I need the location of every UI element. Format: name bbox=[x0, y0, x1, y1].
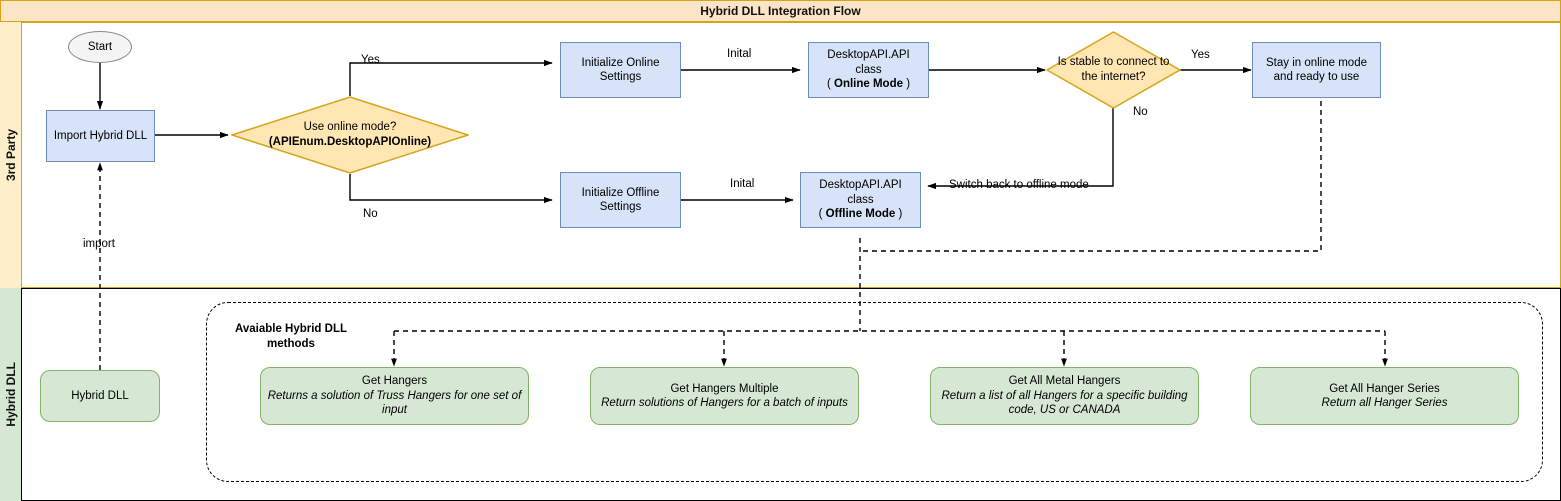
node-is-stable-to-connect[interactable]: Is stable to connect to the internet? bbox=[1046, 31, 1181, 109]
group-title-line2: methods bbox=[267, 337, 315, 350]
node-stay-in-online-mode[interactable]: Stay in online mode and ready to use bbox=[1252, 42, 1381, 98]
stay-online-line2: and ready to use bbox=[1273, 71, 1360, 83]
node-method-get-all-hanger-series[interactable]: Get All Hanger Series Return all Hanger … bbox=[1250, 367, 1519, 425]
available-methods-group bbox=[206, 302, 1543, 482]
edge-label-yes-stable: Yes bbox=[1191, 49, 1210, 61]
method-get-hangers-multiple-desc: Return solutions of Hangers for a batch … bbox=[601, 397, 848, 409]
use-online-mode-line1: Use online mode? bbox=[303, 121, 397, 134]
desktopapi-online-paren-close: ) bbox=[903, 78, 911, 91]
node-use-online-mode[interactable]: Use online mode? (APIEnum.DesktopAPIOnli… bbox=[231, 96, 469, 174]
edge-label-no-offline: No bbox=[363, 208, 378, 220]
edge-label-no-stable: No bbox=[1133, 106, 1148, 118]
edge-label-inital-offline: Inital bbox=[730, 178, 755, 190]
use-online-mode-line2: (APIEnum.DesktopAPIOnline) bbox=[268, 136, 432, 148]
desktopapi-online-line2: ( Online Mode ) bbox=[827, 77, 910, 91]
desktopapi-offline-line2: ( Offline Mode ) bbox=[819, 207, 903, 221]
node-desktopapi-offline-mode[interactable]: DesktopAPI.API class ( Offline Mode ) bbox=[800, 172, 921, 228]
node-initialize-online-settings[interactable]: Initialize Online Settings bbox=[560, 42, 681, 98]
initialize-online-settings-line1: Initialize Online bbox=[581, 56, 660, 69]
is-stable-line1: Is stable to connect to bbox=[1057, 56, 1170, 69]
initialize-offline-settings-line1: Initialize Offline bbox=[581, 186, 660, 199]
method-get-all-metal-hangers-desc: Return a list of all Hangers for a speci… bbox=[941, 389, 1188, 417]
group-title-line1: Avaiable Hybrid DLL bbox=[234, 323, 348, 335]
edge-label-yes-online: Yes bbox=[361, 54, 380, 66]
node-method-get-hangers[interactable]: Get Hangers Returns a solution of Truss … bbox=[260, 367, 529, 425]
desktopapi-offline-paren-close: ) bbox=[895, 208, 903, 221]
stay-online-line1: Stay in online mode bbox=[1265, 56, 1367, 69]
node-hybrid-dll[interactable]: Hybrid DLL bbox=[40, 370, 160, 422]
node-desktopapi-online-mode[interactable]: DesktopAPI.API class ( Online Mode ) bbox=[808, 42, 929, 98]
method-get-hangers-multiple-name: Get Hangers Multiple bbox=[670, 382, 779, 395]
method-get-all-hanger-series-name: Get All Hanger Series bbox=[1329, 382, 1440, 395]
lane-label-hybrid-dll-text: Hybrid DLL bbox=[3, 362, 18, 427]
is-stable-line2: the internet? bbox=[1081, 71, 1146, 83]
desktopapi-offline-paren-open: ( bbox=[818, 208, 826, 221]
desktopapi-offline-line1: DesktopAPI.API class bbox=[819, 179, 902, 206]
edge-label-switch-back: Switch back to offline mode bbox=[949, 179, 1089, 191]
node-import-hybrid-dll[interactable]: Import Hybrid DLL bbox=[46, 110, 155, 162]
method-get-hangers-name: Get Hangers bbox=[361, 375, 428, 388]
node-method-get-all-metal-hangers[interactable]: Get All Metal Hangers Return a list of a… bbox=[930, 367, 1199, 425]
initialize-offline-settings-line2: Settings bbox=[599, 201, 642, 213]
node-start[interactable]: Start bbox=[68, 31, 132, 63]
initialize-online-settings-line2: Settings bbox=[599, 71, 642, 83]
method-get-all-hanger-series-desc: Return all Hanger Series bbox=[1321, 397, 1448, 409]
lane-label-hybrid-dll: Hybrid DLL bbox=[0, 288, 22, 501]
edge-label-import: import bbox=[83, 238, 115, 250]
desktopapi-online-line1: DesktopAPI.API class bbox=[827, 49, 910, 76]
desktopapi-offline-mode-text: Offline Mode bbox=[825, 208, 896, 221]
lane-label-3rd-party-text: 3rd Party bbox=[3, 128, 18, 182]
desktopapi-online-mode-text: Online Mode bbox=[834, 78, 903, 91]
available-methods-group-title: Avaiable Hybrid DLL methods bbox=[216, 322, 366, 352]
desktopapi-online-paren-open: ( bbox=[826, 78, 834, 91]
diagram-title: Hybrid DLL Integration Flow bbox=[0, 0, 1561, 22]
method-get-all-metal-hangers-name: Get All Metal Hangers bbox=[1008, 375, 1121, 388]
node-method-get-hangers-multiple[interactable]: Get Hangers Multiple Return solutions of… bbox=[590, 367, 859, 425]
method-get-hangers-desc: Returns a solution of Truss Hangers for … bbox=[267, 389, 522, 417]
node-initialize-offline-settings[interactable]: Initialize Offline Settings bbox=[560, 172, 681, 228]
lane-label-3rd-party: 3rd Party bbox=[0, 22, 22, 288]
edge-label-inital-online: Inital bbox=[727, 48, 752, 60]
